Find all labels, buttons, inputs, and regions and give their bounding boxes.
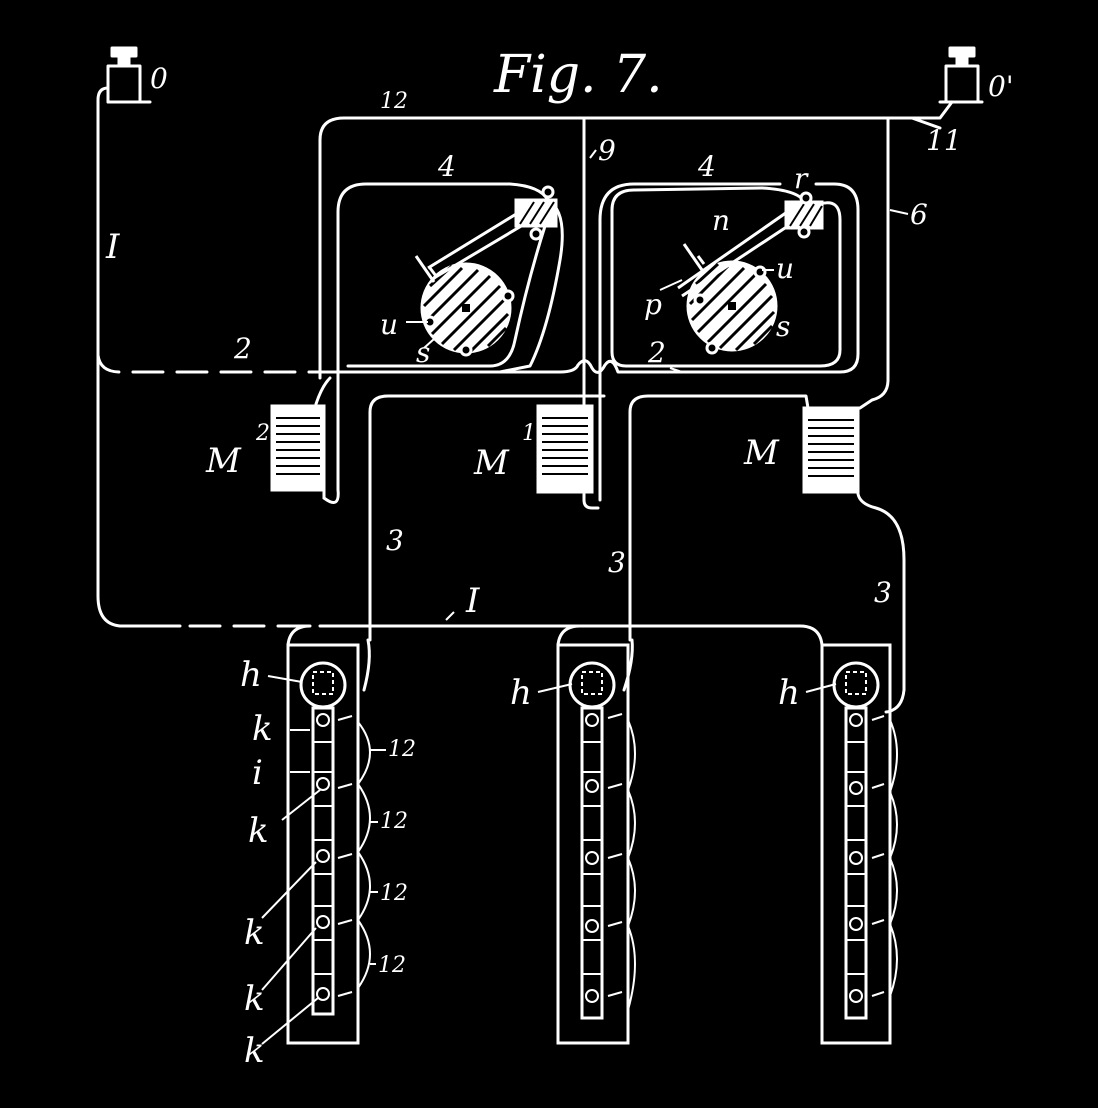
mechanism-label-p: p bbox=[644, 288, 662, 321]
magnet-label-m1-superscript: 1 bbox=[522, 421, 536, 446]
rack-label-k-4: k bbox=[244, 979, 265, 1019]
wire-3-center bbox=[628, 394, 810, 642]
rack-head-center-icon bbox=[568, 661, 616, 709]
rack-label-k-5: k bbox=[244, 1031, 265, 1071]
wire-4-left bbox=[322, 182, 550, 504]
mechanism-label-s-left: s bbox=[416, 336, 430, 369]
wire-label-1-bottom: I bbox=[465, 581, 480, 621]
magnet-label-m2: M bbox=[205, 441, 242, 481]
wire-1-bottom bbox=[318, 624, 824, 647]
wire-3-left bbox=[368, 394, 606, 642]
wire-label-3-a: 3 bbox=[386, 524, 404, 557]
wire-label-12-top: 12 bbox=[380, 89, 408, 114]
wire-label-4-right: 4 bbox=[697, 150, 716, 183]
terminal-label-left: 0 bbox=[150, 62, 168, 95]
rack-label-h-center: h bbox=[510, 673, 532, 713]
wire-3-right bbox=[856, 492, 906, 714]
wire-label-3-c: 3 bbox=[874, 576, 892, 609]
magnet-label-m1: M bbox=[473, 443, 510, 483]
mechanism-label-u-left: u bbox=[380, 308, 398, 341]
contact-label-12-b: 12 bbox=[380, 809, 408, 834]
binding-post-right-icon bbox=[938, 46, 984, 104]
wire-label-2-left: 2 bbox=[233, 332, 252, 365]
rack-label-k-3: k bbox=[244, 913, 265, 953]
mechanism-label-u-right: u bbox=[776, 252, 794, 285]
mechanism-left bbox=[414, 185, 558, 357]
wire-12 bbox=[318, 100, 954, 380]
mechanism-label-r: r bbox=[794, 162, 809, 195]
wire-label-2-right: 2 bbox=[647, 336, 666, 369]
rack-label-i: i bbox=[252, 753, 263, 793]
rack-label-k-2: k bbox=[248, 811, 269, 851]
wire-label-6: 6 bbox=[910, 198, 928, 231]
binding-post-left-icon bbox=[106, 46, 152, 104]
rack-head-left-icon bbox=[299, 661, 347, 709]
contact-rack-left bbox=[286, 643, 371, 1045]
wire-label-11: 11 bbox=[926, 124, 962, 157]
magnet-label-m: M bbox=[743, 433, 780, 473]
contact-label-12-c: 12 bbox=[380, 881, 408, 906]
wire-9 bbox=[582, 116, 600, 510]
wire-label-3-b: 3 bbox=[608, 546, 626, 579]
mechanism-label-s-right: s bbox=[776, 310, 790, 343]
mechanism-label-n: n bbox=[712, 204, 730, 237]
wire-4-right bbox=[598, 182, 782, 502]
wire-11 bbox=[910, 116, 942, 130]
magnet-label-m2-superscript: 2 bbox=[255, 421, 270, 446]
wire-6 bbox=[858, 116, 890, 410]
figure-title: Fig. 7. bbox=[493, 45, 663, 105]
rack-label-h-left: h bbox=[240, 655, 262, 695]
contact-rack-center bbox=[556, 643, 636, 1045]
contact-label-12-a: 12 bbox=[388, 737, 416, 762]
wire-2-dashed bbox=[96, 353, 312, 374]
wire-label-4-left: 4 bbox=[437, 150, 456, 183]
contact-label-12-d: 12 bbox=[378, 953, 406, 978]
wire-1 bbox=[96, 86, 182, 628]
rack-label-k-1: k bbox=[252, 709, 273, 749]
wire-label-9: 9 bbox=[598, 134, 616, 167]
wire-label-1-left: I bbox=[105, 227, 120, 267]
mechanism-right bbox=[677, 191, 824, 355]
contact-rack-right bbox=[820, 643, 898, 1045]
electromagnet-m2-icon bbox=[270, 404, 326, 492]
electromagnet-m1-icon bbox=[536, 404, 594, 494]
rack-head-right-icon bbox=[832, 661, 880, 709]
electromagnet-m-icon bbox=[802, 406, 860, 494]
terminal-label-right: 0' bbox=[988, 70, 1014, 103]
wire-2 bbox=[308, 182, 860, 374]
rack-label-h-right: h bbox=[778, 673, 800, 713]
